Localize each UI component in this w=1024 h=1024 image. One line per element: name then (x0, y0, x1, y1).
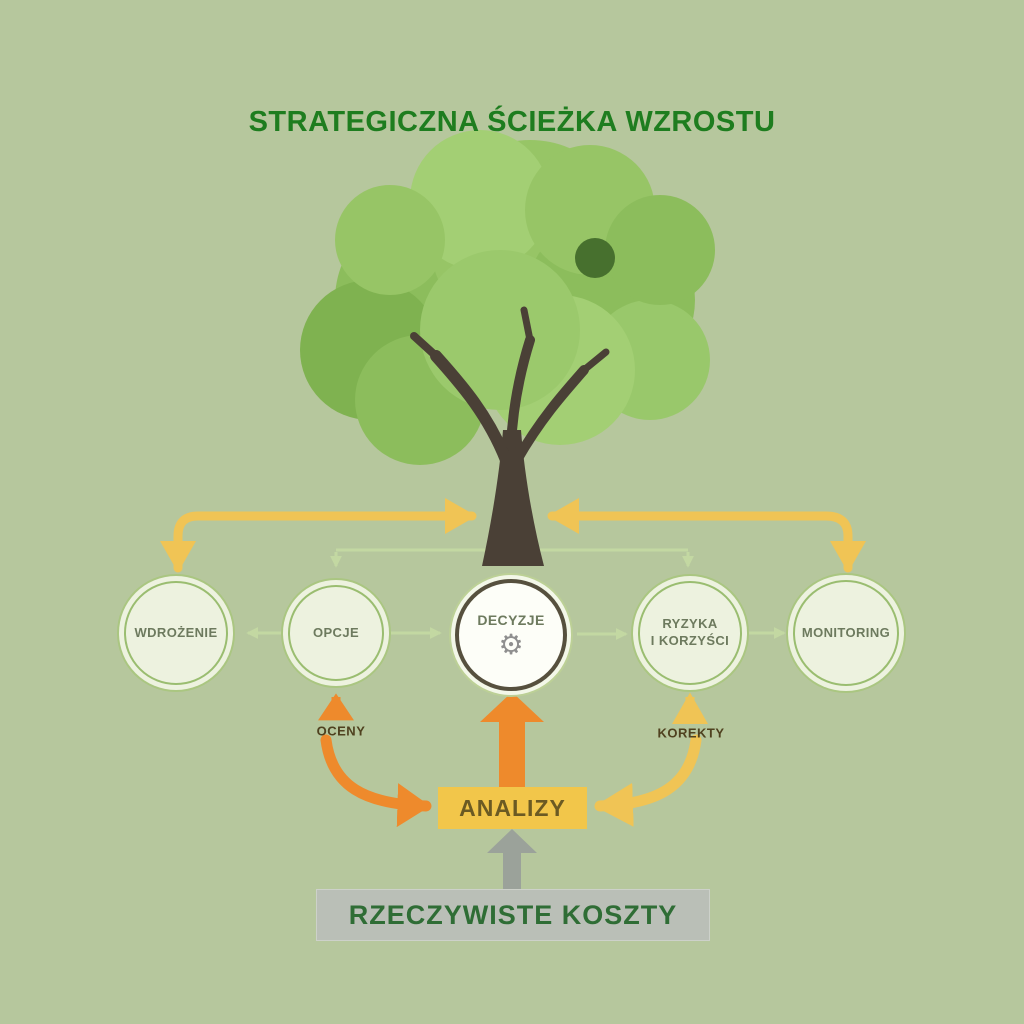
node-wdrozenie-label: WDROŻENIE (134, 624, 218, 640)
tree-trunk (410, 306, 610, 566)
node-ryzyka: RYZYKA I KORZYŚCI (638, 581, 742, 685)
gear-icon: ⚙ (498, 629, 524, 661)
arrow-analizy-to-decyzje (480, 692, 544, 788)
flow-label-oceny: OCENY (316, 723, 366, 739)
node-monitoring-label: MONITORING (801, 624, 891, 640)
node-opcje: OPCJE (288, 585, 384, 681)
analizy-box: ANALIZY (438, 787, 587, 829)
arrow-tree-to-wdrozenie (160, 498, 477, 573)
node-wdrozenie: WDROŻENIE (124, 581, 228, 685)
node-ryzyka-label: RYZYKA I KORZYŚCI (651, 616, 729, 650)
rzeczywiste-koszty-box: RZECZYWISTE KOSZTY (316, 889, 710, 941)
arrow-ryzyka-to-analizy (594, 734, 702, 827)
node-decyzje: DECYZJE ⚙ (455, 579, 567, 691)
node-ryzyka-line1: RYZYKA (662, 616, 718, 632)
node-ryzyka-line2: I KORZYŚCI (650, 633, 730, 648)
analizy-box-label: ANALIZY (459, 794, 566, 821)
tree-foliage (300, 130, 715, 465)
flow-label-korekty: KOREKTY (657, 725, 725, 741)
node-monitoring: MONITORING (793, 580, 899, 686)
node-decyzje-label: DECYZJE (477, 611, 545, 628)
rzeczywiste-koszty-label: RZECZYWISTE KOSZTY (348, 899, 678, 930)
diagram-title: STRATEGICZNA ŚCIEŻKA WZROSTU (248, 106, 776, 138)
arrow-tree-to-monitoring (547, 498, 866, 573)
arrow-opcje-to-analizy (320, 734, 432, 828)
arrow-koszty-to-analizy (487, 829, 537, 889)
node-opcje-label: OPCJE (312, 624, 360, 640)
